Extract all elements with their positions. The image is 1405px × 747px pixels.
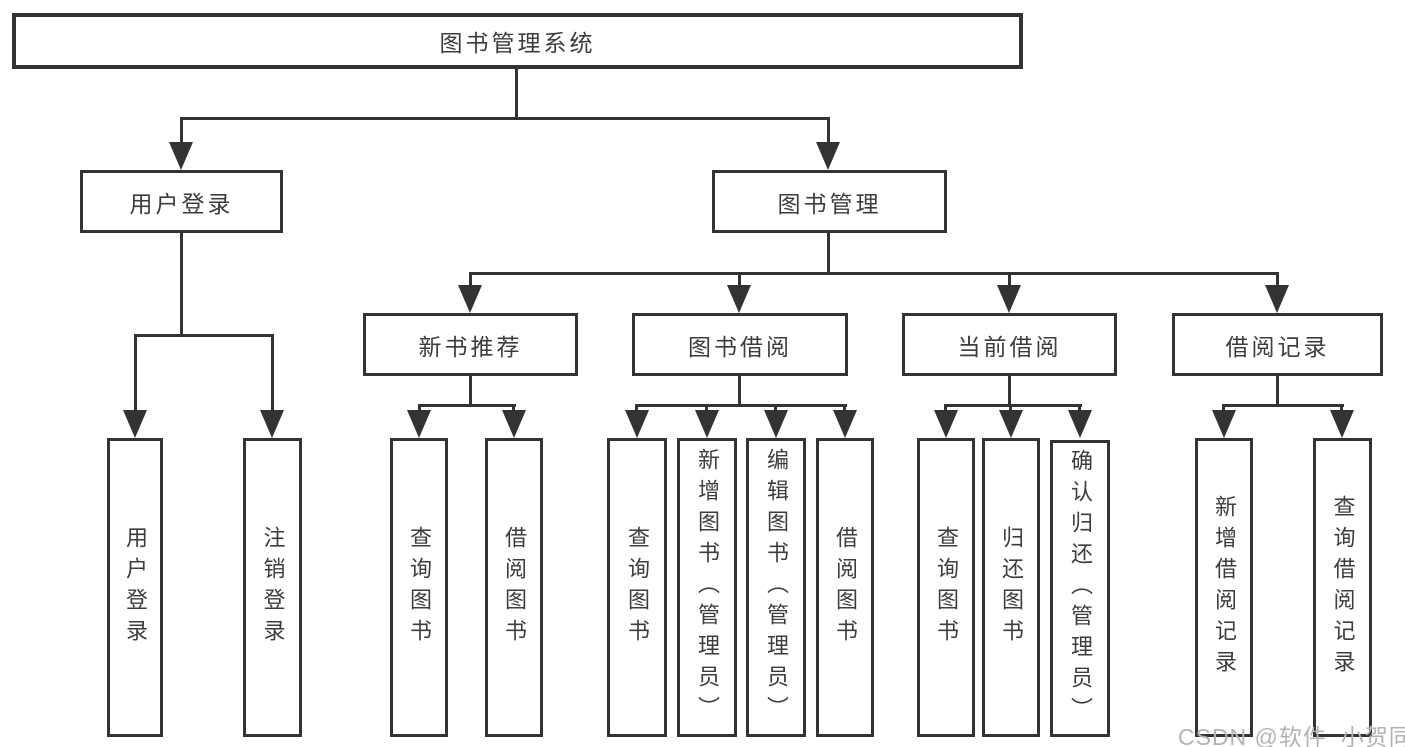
leaf-query-books-recommend: 查询图书 [390, 438, 448, 737]
leaf-logout: 注销登录 [243, 438, 302, 737]
connector-line [827, 233, 830, 275]
connector-line [469, 376, 472, 406]
arrow-down-icon [1330, 410, 1354, 438]
leaf-query-borrow-record-label: 查询借阅记录 [1330, 494, 1356, 681]
leaf-borrow-books-recommend-label: 借阅图书 [502, 525, 527, 650]
connector-line [418, 404, 421, 412]
leaf-return-books-label: 归还图书 [999, 525, 1024, 650]
arrow-down-icon [934, 410, 958, 438]
node-library-system-label: 图书管理系统 [439, 30, 596, 56]
leaf-edit-books-admin-label: 编辑图书（管理员） [764, 448, 789, 727]
arrow-down-icon [1212, 410, 1236, 438]
node-user-login: 用户登录 [80, 170, 283, 233]
leaf-user-login: 用户登录 [107, 438, 163, 737]
leaf-borrow-books-label: 借阅图书 [833, 525, 858, 650]
leaf-borrow-books: 借阅图书 [816, 438, 874, 737]
arrow-down-icon [502, 410, 526, 438]
connector-line [1009, 404, 1012, 412]
connector-line [944, 404, 947, 412]
leaf-borrow-books-recommend: 借阅图书 [485, 438, 543, 737]
leaf-confirm-return-admin-label: 确认归还（管理员） [1068, 449, 1093, 728]
connector-line [738, 376, 741, 406]
arrow-down-icon [727, 285, 751, 313]
node-new-book-recommend: 新书推荐 [363, 313, 578, 376]
connector-line [774, 404, 777, 412]
leaf-return-books: 归还图书 [982, 438, 1040, 737]
leaf-query-books-borrowing: 查询图书 [607, 438, 667, 737]
connector-line [827, 117, 830, 144]
leaf-logout-label: 注销登录 [260, 525, 286, 650]
leaf-query-books-current-label: 查询图书 [934, 525, 959, 650]
node-book-borrowing-label: 图书借阅 [688, 333, 792, 360]
connector-line [1340, 404, 1343, 412]
node-book-management-label: 图书管理 [777, 190, 882, 217]
connector-line [469, 272, 1279, 275]
connector-line [1008, 272, 1011, 286]
connector-line [738, 272, 741, 286]
leaf-query-books-recommend-label: 查询图书 [407, 525, 432, 650]
csdn-watermark: CSDN @软件_小贺同学 [1178, 724, 1405, 747]
connector-line [515, 69, 518, 119]
arrow-down-icon [816, 142, 840, 170]
arrow-down-icon [407, 410, 431, 438]
connector-line [180, 117, 183, 144]
connector-line [134, 334, 137, 412]
arrow-down-icon [458, 285, 482, 313]
connector-line [705, 404, 708, 412]
node-current-borrowing-label: 当前借阅 [957, 333, 1062, 360]
arrow-down-icon [123, 410, 147, 438]
connector-line [271, 334, 274, 412]
connector-line [180, 233, 183, 336]
arrow-down-icon [169, 142, 193, 170]
leaf-query-books-borrowing-label: 查询图书 [625, 525, 650, 650]
leaf-query-borrow-record: 查询借阅记录 [1313, 438, 1372, 737]
node-user-login-label: 用户登录 [129, 190, 234, 217]
connector-line [1008, 376, 1011, 406]
node-new-book-recommend-label: 新书推荐 [418, 333, 523, 360]
connector-line [469, 272, 472, 286]
arrow-down-icon [764, 410, 788, 438]
leaf-add-borrow-record-label: 新增借阅记录 [1212, 494, 1237, 681]
arrow-down-icon [260, 410, 284, 438]
leaf-add-books-admin: 新增图书（管理员） [677, 438, 737, 737]
connector-line [1078, 404, 1081, 412]
leaf-add-borrow-record: 新增借阅记录 [1195, 438, 1253, 737]
connector-line [134, 334, 274, 337]
connector-line [1223, 404, 1344, 407]
connector-line [1276, 376, 1279, 406]
node-book-borrowing: 图书借阅 [632, 313, 848, 376]
leaf-user-login-label: 用户登录 [123, 525, 148, 650]
node-library-system: 图书管理系统 [12, 13, 1023, 69]
connector-line [512, 404, 515, 412]
leaf-query-books-current: 查询图书 [917, 438, 975, 737]
connector-line [635, 404, 638, 412]
arrow-down-icon [1265, 285, 1289, 313]
leaf-edit-books-admin: 编辑图书（管理员） [746, 438, 806, 737]
node-borrowing-records: 借阅记录 [1172, 313, 1383, 376]
arrow-down-icon [997, 285, 1021, 313]
node-borrowing-records-label: 借阅记录 [1225, 333, 1330, 360]
connector-line [180, 117, 830, 120]
node-current-borrowing: 当前借阅 [902, 313, 1117, 376]
leaf-confirm-return-admin: 确认归还（管理员） [1050, 440, 1110, 737]
connector-line [945, 404, 1082, 407]
leaf-add-books-admin-label: 新增图书（管理员） [695, 448, 720, 727]
arrow-down-icon [833, 410, 857, 438]
arrow-down-icon [1068, 410, 1092, 438]
arrow-down-icon [999, 410, 1023, 438]
connector-line [418, 404, 516, 407]
arrow-down-icon [625, 410, 649, 438]
connector-line [1222, 404, 1225, 412]
connector-line [1276, 272, 1279, 286]
node-book-management: 图书管理 [712, 170, 947, 233]
connector-line [636, 404, 847, 407]
connector-line [843, 404, 846, 412]
arrow-down-icon [695, 410, 719, 438]
